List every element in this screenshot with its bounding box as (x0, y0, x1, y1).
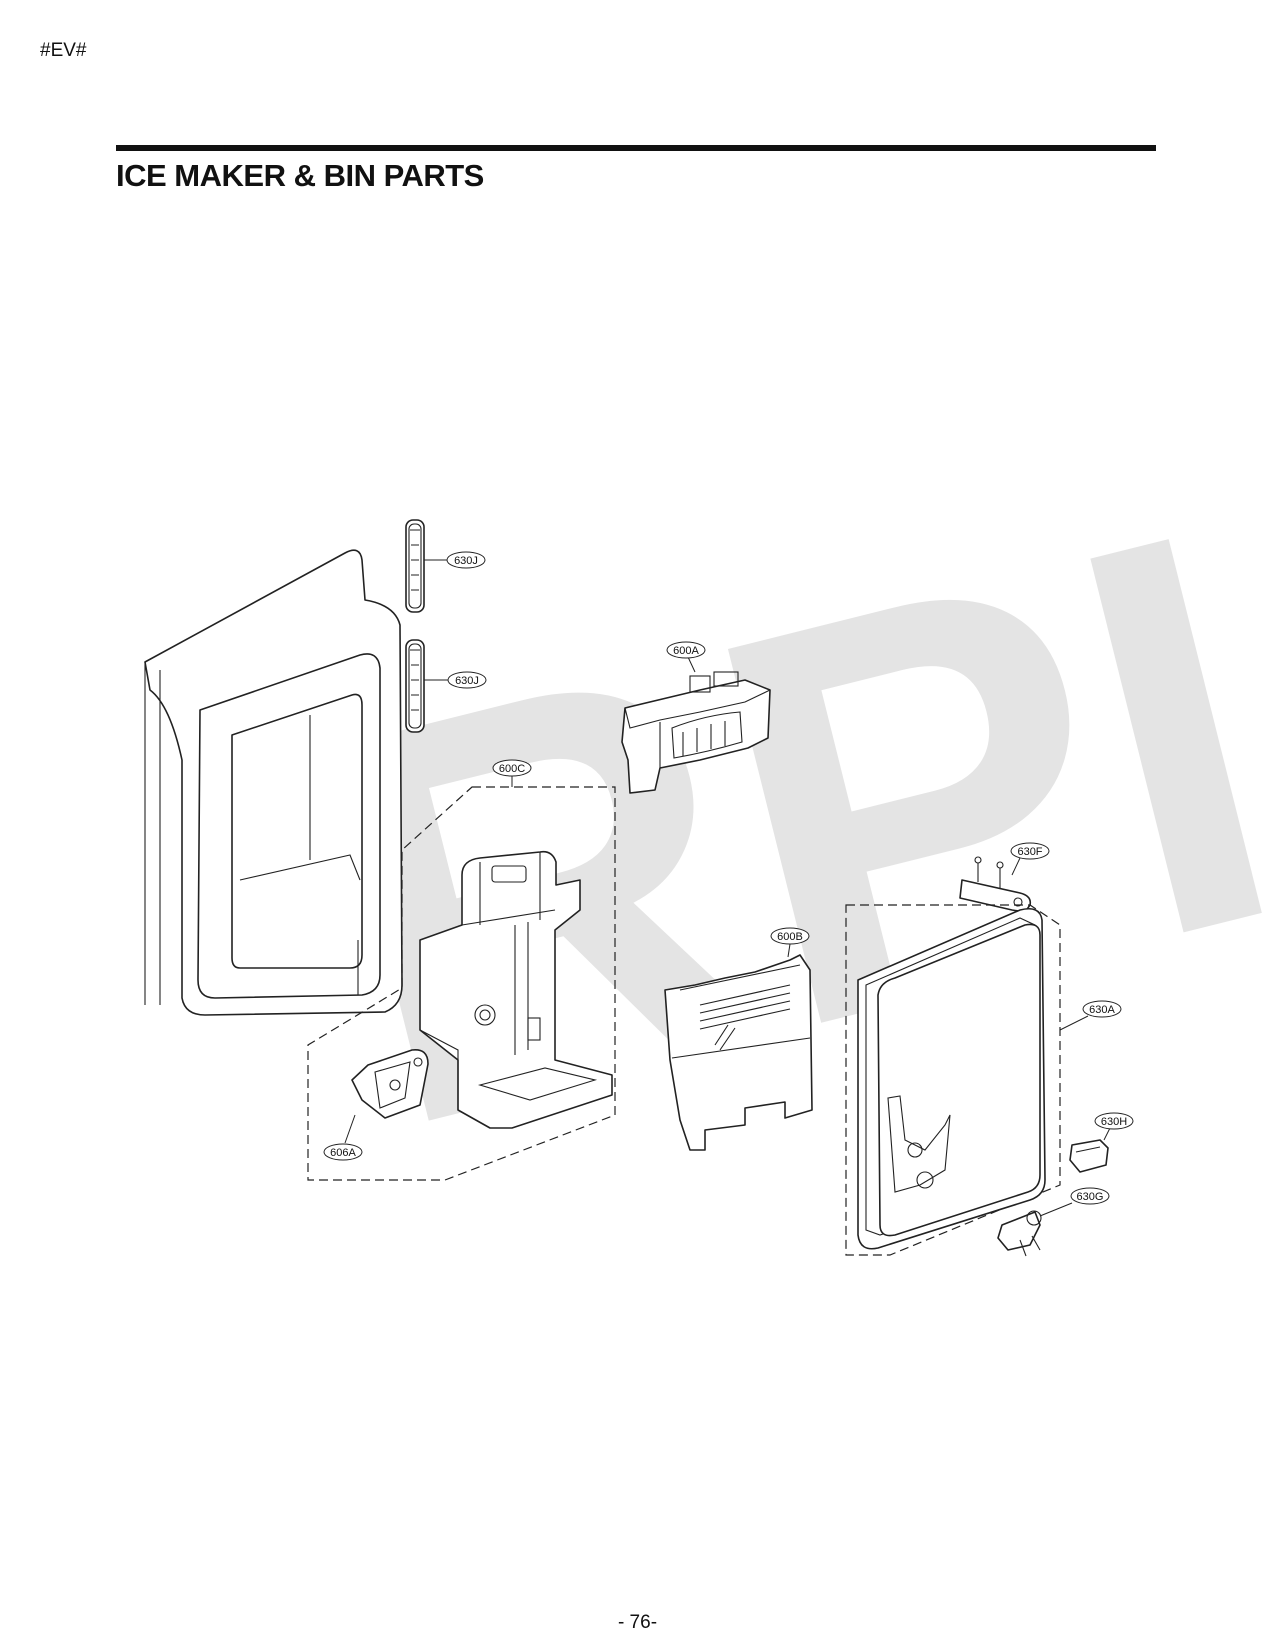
model-code: #EV# (40, 40, 87, 61)
callout-630g: 630G (1070, 1187, 1110, 1205)
title-rule (116, 145, 1156, 151)
callout-630j-bottom: 630J (447, 671, 487, 689)
svg-text:630G: 630G (1077, 1191, 1104, 1203)
part-630a-bin-door-group (845, 904, 1089, 1256)
page-title: ICE MAKER & BIN PARTS (116, 158, 484, 193)
svg-text:600B: 600B (777, 931, 803, 943)
callout-600c: 600C (492, 759, 532, 777)
door-liner-frame (144, 549, 403, 1016)
svg-text:630J: 630J (454, 555, 478, 567)
callout-600a: 600A (666, 641, 706, 659)
svg-text:600A: 600A (673, 645, 699, 657)
svg-text:630F: 630F (1017, 846, 1042, 858)
part-630j-top (405, 519, 447, 613)
part-630h-latch (1069, 1127, 1111, 1173)
svg-text:630H: 630H (1101, 1116, 1127, 1128)
part-606a-actuator (344, 1048, 429, 1144)
part-630f-hinge-bracket (959, 856, 1032, 913)
callout-630f: 630F (1010, 842, 1050, 860)
part-630j-bottom (405, 639, 448, 733)
callout-630a: 630A (1082, 1000, 1122, 1018)
page-number: - 76- (617, 1612, 658, 1633)
part-630g-lower-hinge (997, 1202, 1073, 1257)
part-600a-ice-maker (621, 656, 771, 794)
callout-600b: 600B (770, 927, 810, 945)
svg-text:600C: 600C (499, 763, 525, 775)
part-600b-bin-cover (664, 943, 813, 1151)
part-600c-housing-group (307, 776, 616, 1181)
callout-606a: 606A (323, 1143, 363, 1161)
callout-630h: 630H (1094, 1112, 1134, 1130)
svg-text:630J: 630J (455, 675, 479, 687)
svg-text:630A: 630A (1089, 1004, 1115, 1016)
svg-text:606A: 606A (330, 1147, 356, 1159)
callout-630j-top: 630J (446, 551, 486, 569)
